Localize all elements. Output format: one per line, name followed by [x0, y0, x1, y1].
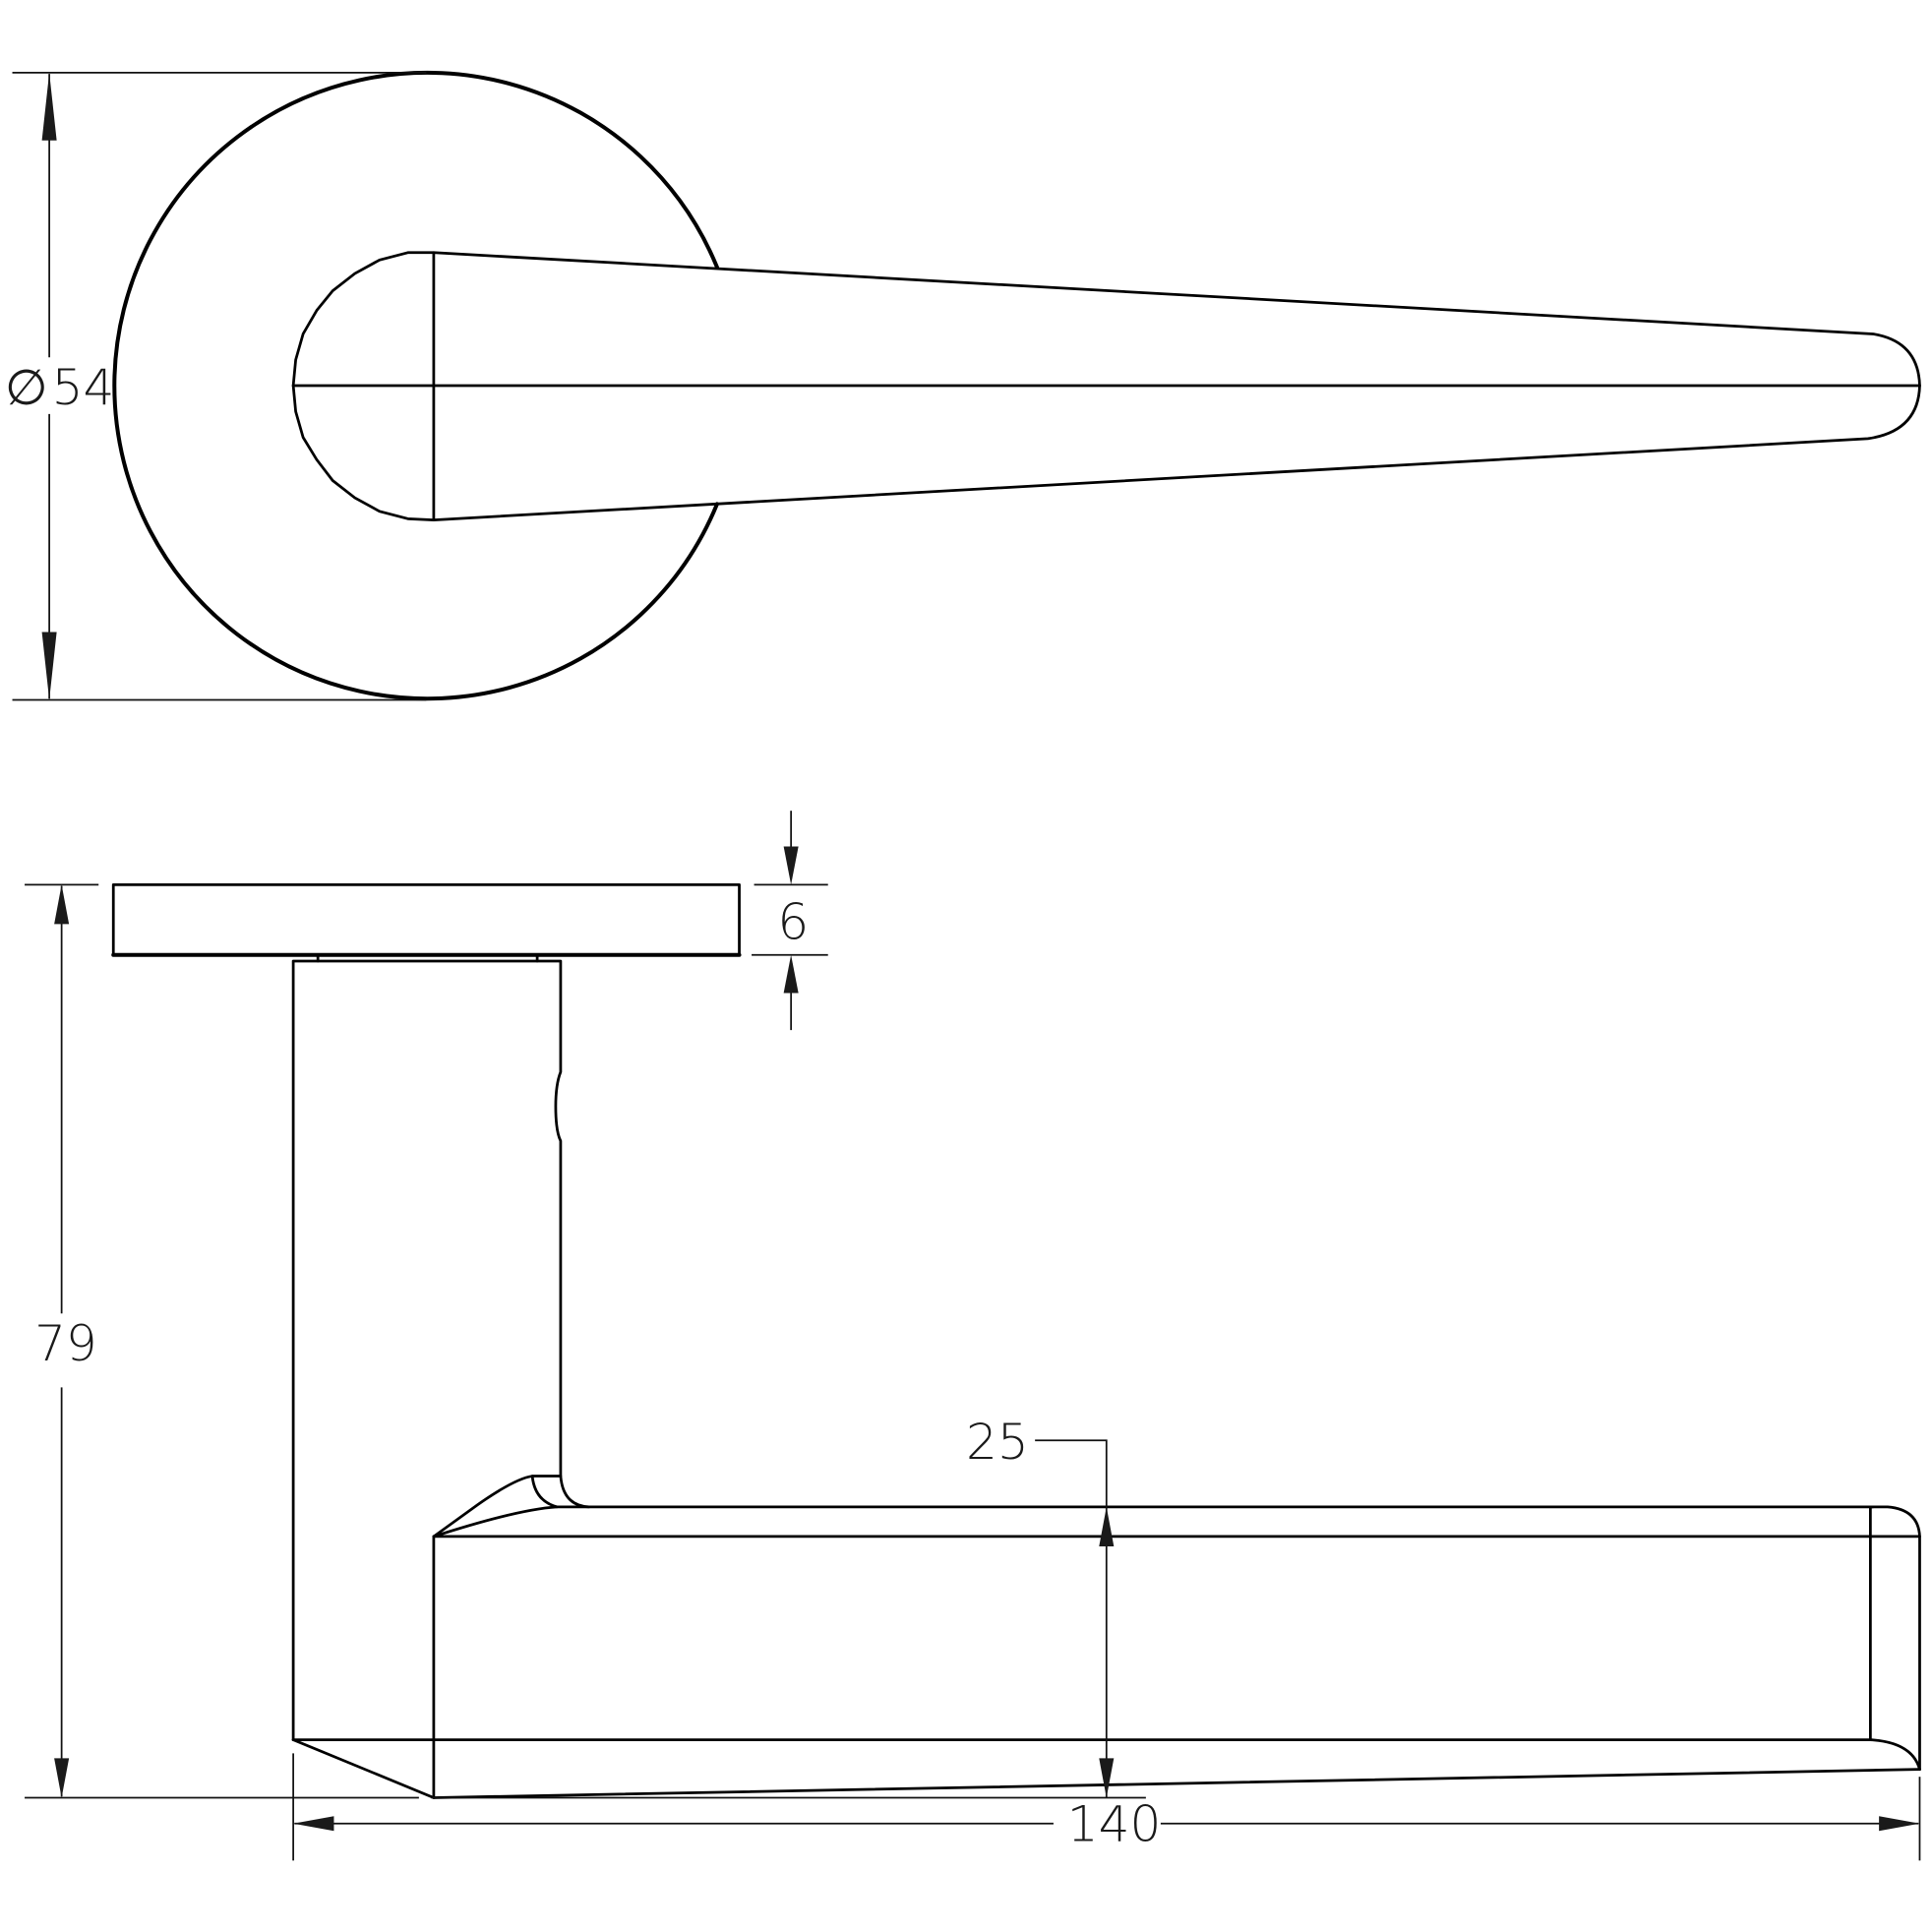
- height-value: 79: [34, 1314, 97, 1372]
- arrow-up: [41, 72, 57, 141]
- arrow-down: [54, 1758, 70, 1798]
- side-view: [111, 882, 1921, 1799]
- arrow-up: [1099, 1506, 1115, 1546]
- arrow-down: [783, 846, 799, 885]
- thickness-dimension: 6: [752, 811, 828, 1031]
- arrow-left: [293, 1816, 334, 1832]
- thickness-value: 6: [777, 892, 809, 950]
- rose-plate: [111, 882, 741, 957]
- arrow-up: [54, 884, 70, 925]
- lever-height-dimension: 25: [431, 1413, 1146, 1799]
- diameter-symbol: ∅: [5, 358, 48, 416]
- length-dimension: 140: [292, 1753, 1921, 1861]
- lever-tip-curve: [1868, 1738, 1921, 1772]
- rose-outline: [112, 70, 719, 701]
- neck-outline: [291, 959, 1875, 1741]
- joint-upper-curve: [432, 1475, 563, 1539]
- arrow-down: [41, 632, 57, 700]
- arrow-up: [783, 954, 799, 994]
- lever-outline: [291, 251, 1921, 521]
- joint-lower-curve: [432, 1505, 591, 1539]
- arrow-right: [1879, 1816, 1920, 1832]
- lever-height-value: 25: [966, 1413, 1029, 1471]
- top-view: [112, 70, 1921, 701]
- arrow-down: [1099, 1758, 1115, 1798]
- length-value: 140: [1067, 1794, 1162, 1852]
- diameter-value: 54: [52, 358, 115, 416]
- lever-top-face: [1868, 1505, 1921, 1772]
- diameter-dimension: ∅ 54: [5, 72, 427, 701]
- leader-line: [1035, 1439, 1108, 1507]
- height-dimension: 79: [25, 883, 419, 1799]
- joint-fillet: [530, 1475, 559, 1509]
